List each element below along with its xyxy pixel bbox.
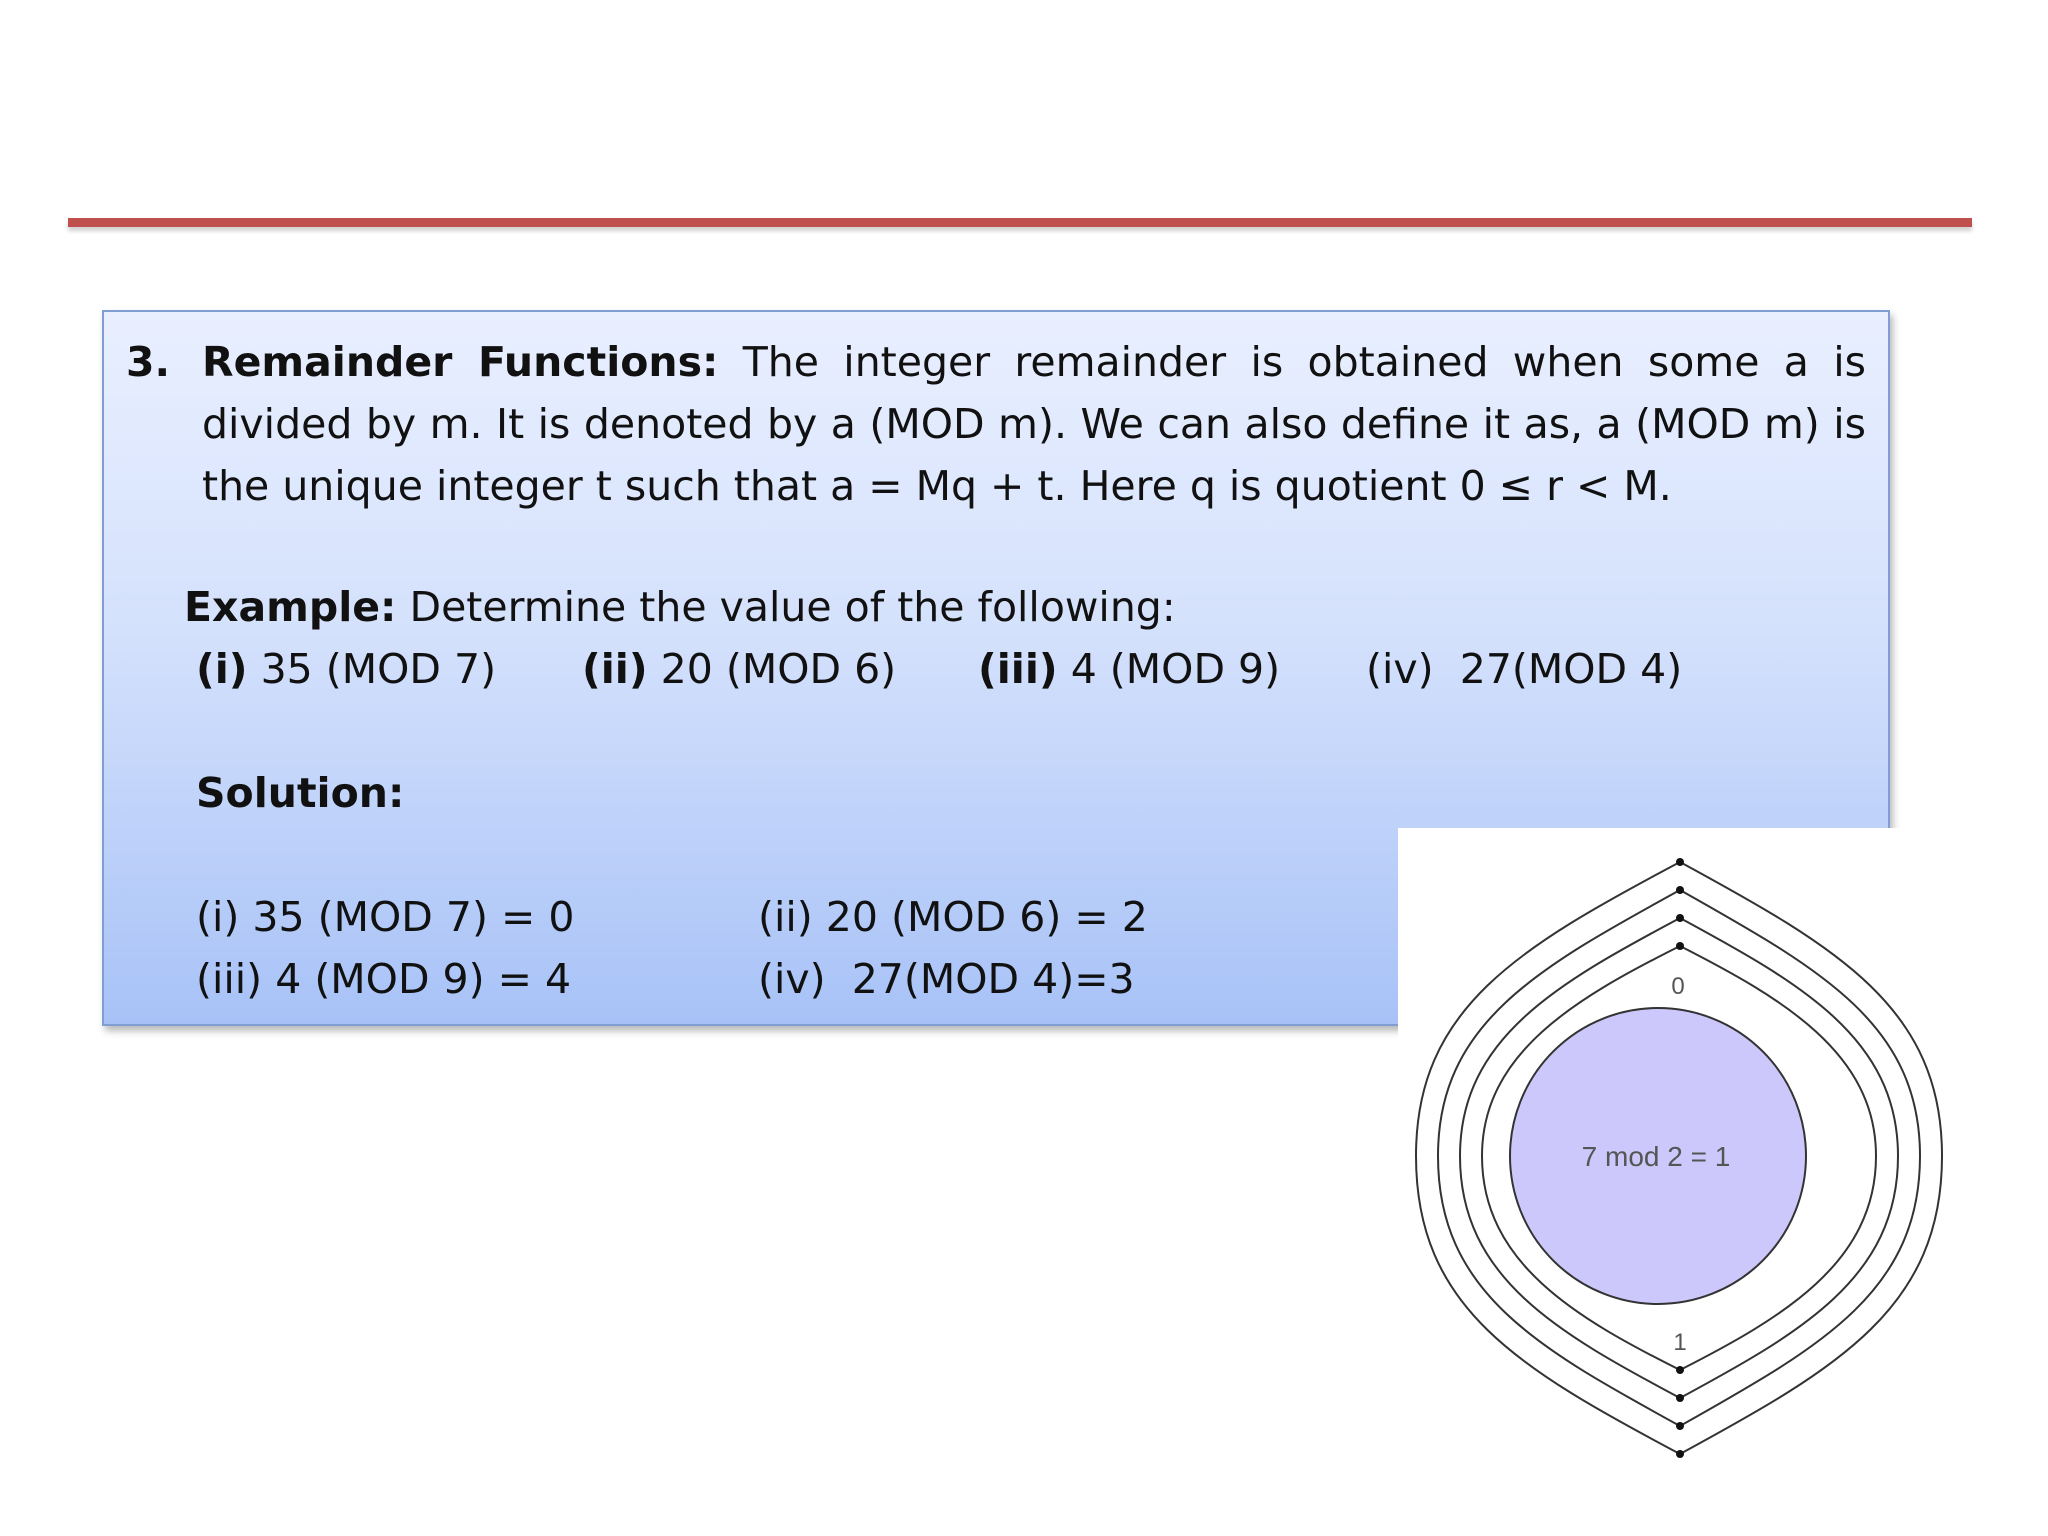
example-item-label: (ii) (582, 645, 648, 693)
orbit-point (1676, 914, 1684, 922)
example-item-expr: 4 (MOD 9) (1070, 645, 1281, 693)
example-item: (ii) 20 (MOD 6) (582, 638, 896, 700)
definition-paragraph: 3. Remainder Functions: The integer rema… (126, 331, 1866, 517)
orbit-point (1676, 1366, 1684, 1374)
orbit-point (1676, 858, 1684, 866)
orbit-point (1676, 1450, 1684, 1458)
example-heading: Example: Determine the value of the foll… (184, 576, 1176, 638)
example-item-expr: 27(MOD 4) (1459, 645, 1683, 693)
solution-item: (i) 35 (MOD 7) = 0 (196, 893, 575, 941)
solution-item: (ii) 20 (MOD 6) = 2 (758, 893, 1148, 941)
solution-item: (iv) 27(MOD 4)=3 (758, 955, 1135, 1003)
center-circle (1509, 1007, 1807, 1305)
mod-diagram-svg: 7 mod 2 = 1 0 1 (1414, 858, 1944, 1458)
solution-item: (iii) 4 (MOD 9) = 4 (196, 955, 572, 1003)
example-item-expr: 35 (MOD 7) (260, 645, 497, 693)
mod-diagram: 7 mod 2 = 1 0 1 (1398, 828, 1958, 1476)
bottom-label: 1 (1673, 1329, 1686, 1356)
example-item: (iii) 4 (MOD 9) (978, 638, 1280, 700)
section-number: 3. (126, 338, 171, 386)
example-item-label: (iv) (1366, 645, 1434, 693)
example-item-expr: 20 (MOD 6) (660, 645, 897, 693)
example-item: (i) 35 (MOD 7) (196, 638, 496, 700)
orbit-point (1676, 1422, 1684, 1430)
example-label: Example: (184, 583, 397, 631)
definition-text: Remainder Functions: The integer remaind… (202, 331, 1866, 517)
section-title: Remainder Functions: (202, 338, 719, 386)
orbit-point (1676, 942, 1684, 950)
example-item-label: (iii) (978, 645, 1058, 693)
orbit-point (1676, 1394, 1684, 1402)
title-divider-rule (68, 218, 1972, 227)
orbit-points (1676, 858, 1684, 1458)
example-item: (iv) 27(MOD 4) (1366, 638, 1682, 700)
example-text: Determine the value of the following: (409, 583, 1176, 631)
example-items: (i) 35 (MOD 7) (ii) 20 (MOD 6) (iii) 4 (… (104, 638, 1888, 700)
orbit-point (1676, 886, 1684, 894)
section-body: The integer remainder is obtained when s… (202, 338, 1866, 510)
center-label: 7 mod 2 = 1 (1582, 1141, 1731, 1172)
example-item-label: (i) (196, 645, 248, 693)
top-label: 0 (1671, 973, 1684, 1000)
remainder-functions-box: 3. Remainder Functions: The integer rema… (102, 310, 1890, 1026)
solution-label: Solution: (196, 769, 405, 817)
